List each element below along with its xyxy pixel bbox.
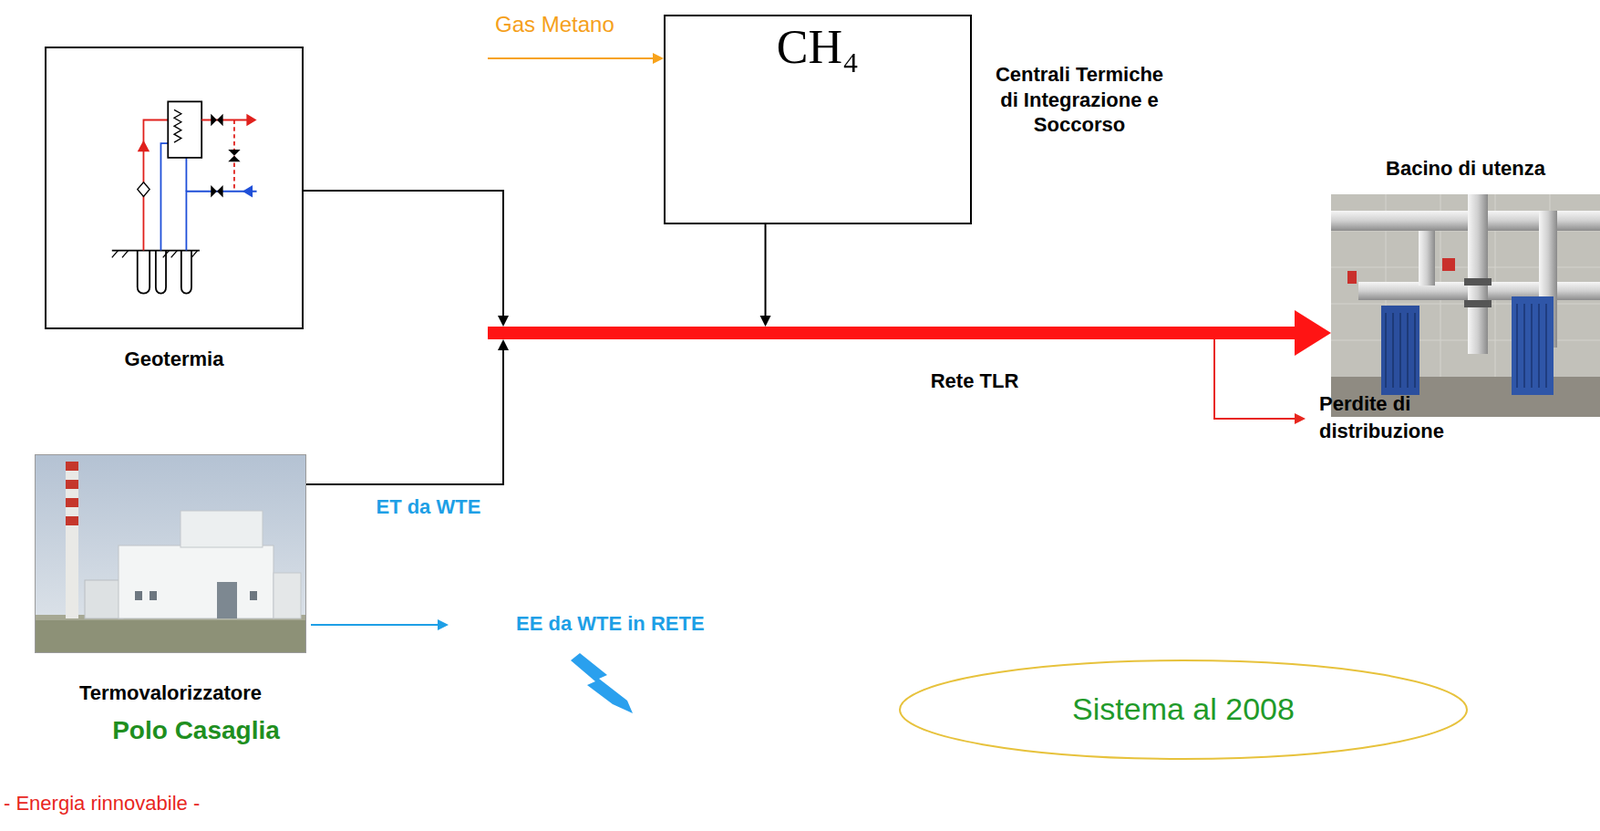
arrowhead (497, 315, 509, 327)
node-heading: Centrali Termiche di Integrazione e Socc… (986, 61, 1173, 138)
input-label: Gas Metano (495, 11, 615, 38)
ellipse-text: Sistema al 2008 (1072, 691, 1295, 727)
substation-photo (1331, 194, 1600, 417)
edge-label: ET da WTE (373, 495, 483, 518)
connector-line (303, 190, 504, 316)
plant-photo (34, 454, 307, 653)
connector (303, 190, 509, 327)
pipe-label: Rete TLR (930, 369, 1020, 393)
connector-line (306, 350, 504, 485)
substation-box: Bacino di utenza (1331, 194, 1600, 417)
losses-arrowhead (1294, 412, 1306, 424)
output-label: EE da WTE in RETE (516, 611, 705, 636)
lightning-bolt (570, 652, 633, 713)
node-label: Bacino di utenza (1331, 156, 1600, 180)
plant-box: Termovalorizzatore (34, 454, 307, 653)
connector (760, 224, 772, 327)
site-note: - Energia rinnovabile - (3, 791, 200, 816)
connector (1294, 309, 1332, 356)
connector-line (764, 224, 767, 316)
geothermal-symbol (112, 101, 258, 293)
chemical-formula: CH₄ (665, 20, 971, 75)
system-ellipse: Sistema al 2008 (898, 658, 1469, 761)
site-name: Polo Casaglia (112, 715, 280, 745)
arrowhead (760, 315, 772, 327)
district-heating-pipe: Rete TLR (487, 326, 1295, 340)
electricity-arrowhead (437, 619, 449, 630)
ellipse-shape (899, 660, 1467, 759)
node-label: Geotermia (46, 347, 302, 371)
gas-arrowhead (652, 52, 664, 64)
gas-plant-box: CH₄Centrali Termiche di Integrazione e S… (663, 14, 972, 225)
losses-branch (1214, 339, 1295, 419)
geothermal-box: Geotermia (44, 46, 304, 330)
arrowhead (497, 339, 509, 351)
node-label: Termovalorizzatore (34, 681, 307, 704)
losses-label: Perdite di distribuzione (1319, 390, 1466, 444)
gas-arrow (487, 57, 655, 60)
arrowhead (1294, 309, 1332, 356)
electricity-arrow (310, 623, 440, 626)
connector (306, 339, 509, 485)
